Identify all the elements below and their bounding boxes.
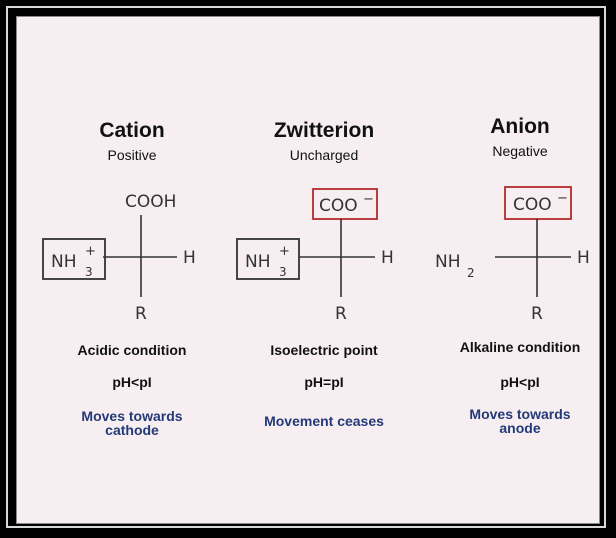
amine-box bbox=[42, 238, 106, 280]
charge-label: Positive bbox=[107, 147, 157, 163]
cation-structure: COOH NH + 3 H R bbox=[42, 192, 196, 324]
charge-label: Uncharged bbox=[289, 147, 359, 163]
diagram-panel: Cation Positive COOH NH + 3 H R Acidic c… bbox=[16, 16, 600, 524]
cation-column: Cation Positive COOH NH + 3 H R Acidic c… bbox=[37, 17, 227, 523]
ph-label: pH=pI bbox=[304, 374, 344, 390]
anion-structure: COO − NH 2 H R bbox=[435, 186, 590, 324]
column-title: Anion bbox=[490, 115, 550, 138]
zwitterion-structure: COO − NH + 3 H R bbox=[236, 188, 394, 324]
ph-label: pH<pI bbox=[112, 374, 152, 390]
carboxylate-box bbox=[504, 186, 572, 220]
right-group: H bbox=[381, 248, 394, 268]
bottom-group: R bbox=[531, 304, 543, 324]
amine-box bbox=[236, 238, 300, 280]
top-sup: − bbox=[557, 191, 568, 206]
zwitterion-column: Zwitterion Uncharged COO − NH + 3 H R Is… bbox=[229, 17, 419, 523]
ph-label: pH<pI bbox=[500, 374, 540, 390]
column-title: Cation bbox=[99, 119, 165, 142]
top-group: COOH bbox=[125, 192, 176, 212]
left-group: NH bbox=[435, 252, 461, 272]
movement-line2: cathode bbox=[105, 422, 159, 438]
movement-line1: Moves towards bbox=[81, 408, 183, 424]
column-title: Zwitterion bbox=[273, 119, 375, 142]
anion-column: Anion Negative COO − NH 2 H R Alkaline c… bbox=[425, 17, 615, 523]
left-group: NH bbox=[245, 252, 271, 272]
movement-label: Moves towards cathode bbox=[37, 409, 227, 437]
left-group: NH bbox=[51, 252, 77, 272]
carboxylate-box bbox=[312, 188, 378, 220]
left-sub: 3 bbox=[85, 265, 93, 279]
top-sup: − bbox=[363, 192, 374, 207]
left-sub: 2 bbox=[467, 266, 475, 280]
top-group: COO bbox=[319, 196, 358, 216]
movement-label: Moves towards anode bbox=[425, 407, 615, 435]
bottom-group: R bbox=[335, 304, 347, 324]
movement-line2: anode bbox=[499, 420, 541, 436]
top-group: COO bbox=[513, 195, 552, 215]
left-sub: 3 bbox=[279, 265, 287, 279]
right-group: H bbox=[183, 248, 196, 268]
left-sup: + bbox=[85, 244, 96, 259]
movement-label: Movement ceases bbox=[229, 414, 419, 428]
left-sup: + bbox=[279, 244, 290, 259]
condition-label: Alkaline condition bbox=[459, 339, 581, 355]
movement-line1: Moves towards bbox=[469, 406, 571, 422]
right-group: H bbox=[577, 248, 590, 268]
movement-line1: Movement ceases bbox=[264, 413, 384, 429]
bottom-group: R bbox=[135, 304, 147, 324]
charge-label: Negative bbox=[492, 143, 548, 159]
condition-label: Acidic condition bbox=[77, 342, 187, 358]
condition-label: Isoelectric point bbox=[270, 342, 378, 358]
